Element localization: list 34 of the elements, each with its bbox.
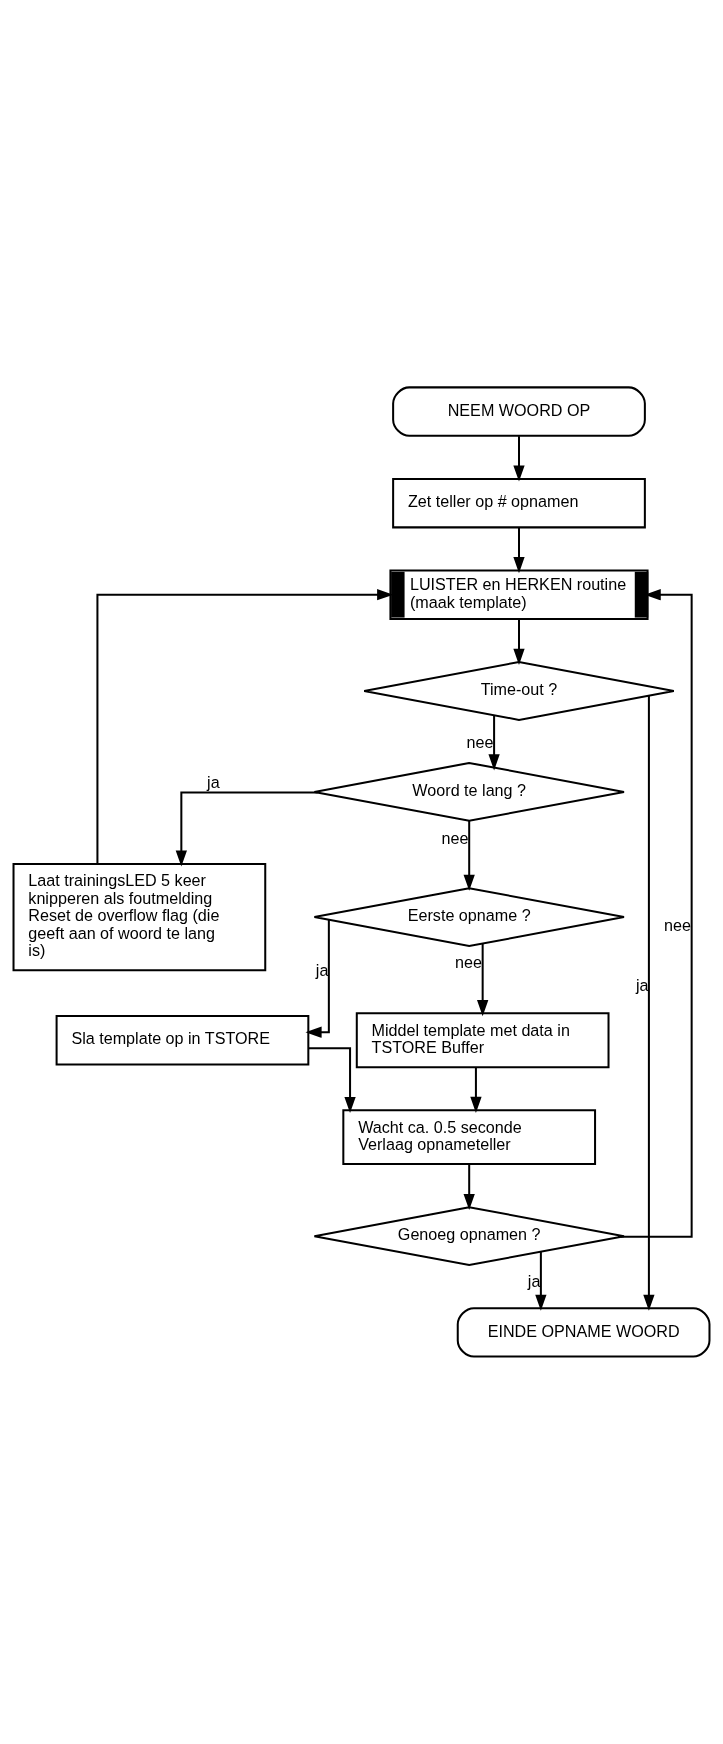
- arrow: [477, 943, 489, 1017]
- arrow: [308, 1047, 356, 1114]
- arrow: [175, 791, 318, 867]
- node-diamond: Woord te lang ?: [313, 761, 625, 822]
- arrow: [470, 1067, 482, 1114]
- arrow: [463, 820, 475, 891]
- edge-label: ja: [635, 976, 649, 995]
- arrow: [513, 527, 525, 574]
- edge-label: ja: [207, 773, 220, 791]
- arrow: [463, 1164, 475, 1211]
- edge-label: nee: [466, 733, 494, 752]
- node-box: Wacht ca. 0.5 seconde Verlaag opnameteller: [342, 1109, 597, 1166]
- node-box: Zet teller op # opnamen: [392, 477, 646, 529]
- node-box: EINDE OPNAME WOORD: [456, 1307, 711, 1358]
- edge-label: ja: [315, 960, 329, 979]
- node-diamond: Time-out ?: [363, 660, 675, 721]
- edge-label: ja: [527, 1271, 541, 1290]
- arrow: [305, 919, 330, 1038]
- arrow: [643, 695, 655, 1311]
- node-box: Laat trainingsLED 5 keer knipperen als foutmelding Reset de overflow flag (die geeft aan of woord te lang is): [12, 862, 267, 972]
- node-box: Middel template met data in TSTORE Buffer: [355, 1012, 610, 1069]
- arrow: [620, 589, 693, 1238]
- edge-label: nee: [664, 915, 691, 934]
- arrow: [513, 436, 525, 482]
- node-box: NEEM WOORD OP: [392, 386, 646, 437]
- arrow: [535, 1252, 547, 1311]
- edge-label: nee: [455, 952, 482, 971]
- edge-label: nee: [441, 828, 469, 847]
- arrow: [513, 619, 525, 665]
- node-diamond: Genoeg opnamen ?: [313, 1206, 625, 1267]
- node-diamond: Eerste opname ?: [313, 887, 625, 948]
- node-box: Sla template op in TSTORE: [55, 1015, 310, 1066]
- arrow: [488, 715, 500, 771]
- arrow: [96, 589, 394, 864]
